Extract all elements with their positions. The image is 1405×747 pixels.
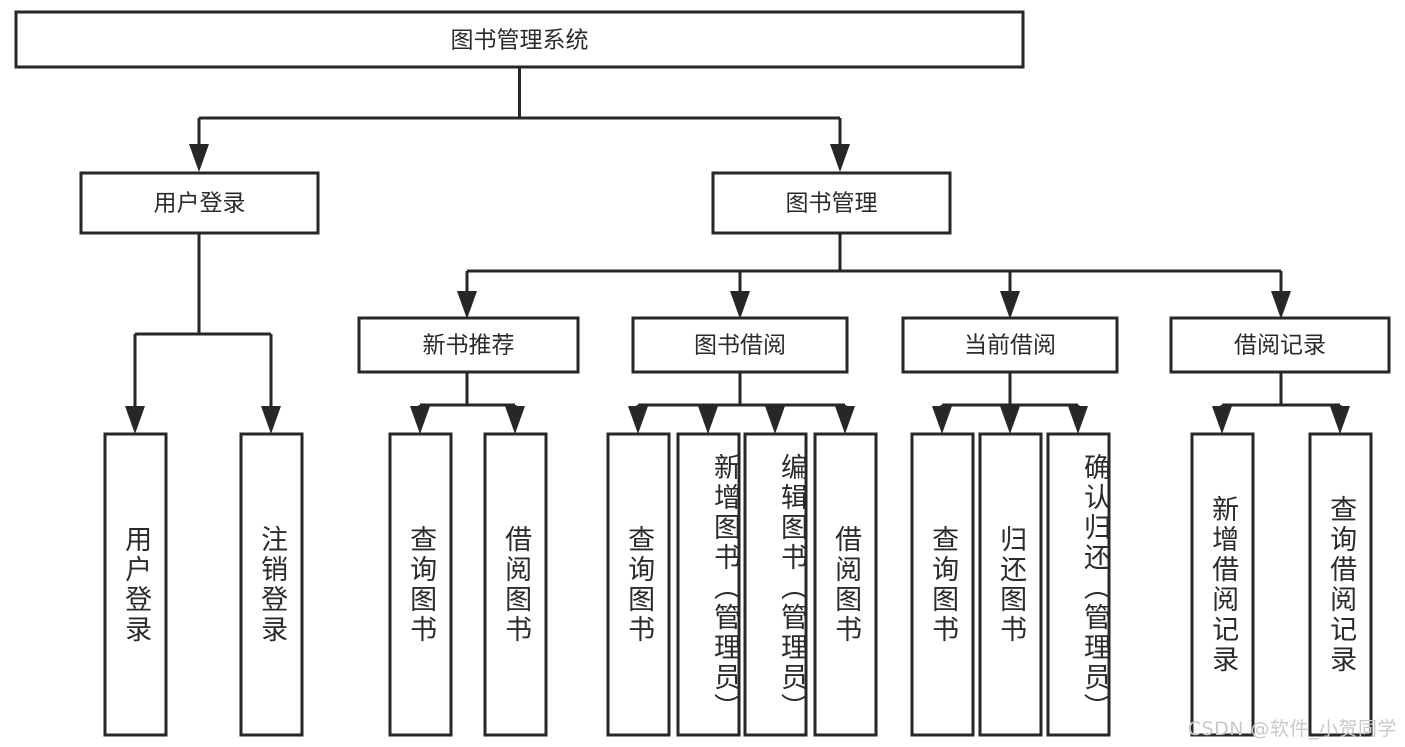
- arrow-head-new-book: [457, 291, 477, 319]
- leaf-box-nb-borrow-book[interactable]: [483, 432, 548, 737]
- arrow-head-cb-leaf-3: [1068, 406, 1088, 434]
- arrow-head-nb-leaf-1: [410, 406, 430, 434]
- node-user-login-label: 用户登录: [154, 191, 246, 217]
- leaf-box-bb-query-book[interactable]: [606, 432, 671, 737]
- node-layer: 图书管理系统 用户登录 图书管理 新书推荐 图书借阅 当前借阅 借阅记录: [14, 10, 1391, 737]
- arrow-head-cb-leaf-2: [1000, 406, 1020, 434]
- node-book-management[interactable]: [711, 171, 952, 235]
- leaf-box-nb-query-book[interactable]: [388, 432, 453, 737]
- node-user-login[interactable]: [79, 171, 320, 235]
- node-new-book-recommend-label: 新书推荐: [423, 333, 515, 359]
- node-root[interactable]: [14, 10, 1025, 69]
- node-borrow-record[interactable]: [1169, 316, 1391, 374]
- node-current-borrow[interactable]: [901, 316, 1119, 374]
- leaf-box-cb-query-book[interactable]: [910, 432, 975, 737]
- node-root-label: 图书管理系统: [451, 28, 589, 54]
- arrow-head-bb-leaf-4: [835, 406, 855, 434]
- arrow-head-cb-leaf-1: [932, 406, 952, 434]
- arrow-head-bb-leaf-3: [765, 406, 785, 434]
- arrow-head-user-login: [189, 144, 209, 172]
- arrow-head-leaf-logout: [261, 406, 281, 434]
- arrow-head-nb-leaf-2: [505, 406, 525, 434]
- arrow-head-book-mgmt: [830, 144, 850, 172]
- arrow-head-bb-leaf-1: [628, 406, 648, 434]
- leaf-box-br-add-record[interactable]: [1190, 432, 1255, 737]
- node-new-book-recommend[interactable]: [357, 316, 580, 374]
- leaf-box-bb-add-book[interactable]: [676, 432, 741, 737]
- leaf-box-user-login-query[interactable]: [103, 432, 168, 737]
- node-borrow-record-label: 借阅记录: [1234, 333, 1326, 359]
- node-current-borrow-label: 当前借阅: [964, 333, 1056, 359]
- arrow-head-bb-leaf-2: [698, 406, 718, 434]
- arrow-head-book-borrow: [730, 291, 750, 319]
- leaf-box-br-query-record[interactable]: [1308, 432, 1373, 737]
- leaf-box-cb-return-book[interactable]: [978, 432, 1043, 737]
- leaf-box-cb-confirm-return[interactable]: [1046, 432, 1111, 737]
- arrow-head-borrow-record: [1271, 291, 1291, 319]
- leaf-box-bb-borrow-book[interactable]: [813, 432, 878, 737]
- leaf-box-user-logout[interactable]: [239, 432, 304, 737]
- node-book-borrow[interactable]: [631, 316, 849, 374]
- node-book-borrow-label: 图书借阅: [694, 333, 786, 359]
- arrow-head-br-leaf-1: [1212, 406, 1232, 434]
- arrow-head-leaf-user-login: [125, 406, 145, 434]
- arrow-head-br-leaf-2: [1330, 406, 1350, 434]
- node-book-management-label: 图书管理: [786, 191, 878, 217]
- leaf-box-bb-edit-book[interactable]: [743, 432, 808, 737]
- csdn-watermark: CSDN @软件_小贺同学: [1187, 718, 1397, 740]
- arrow-head-current-borrow: [1000, 291, 1020, 319]
- connector-layer: [125, 67, 1350, 434]
